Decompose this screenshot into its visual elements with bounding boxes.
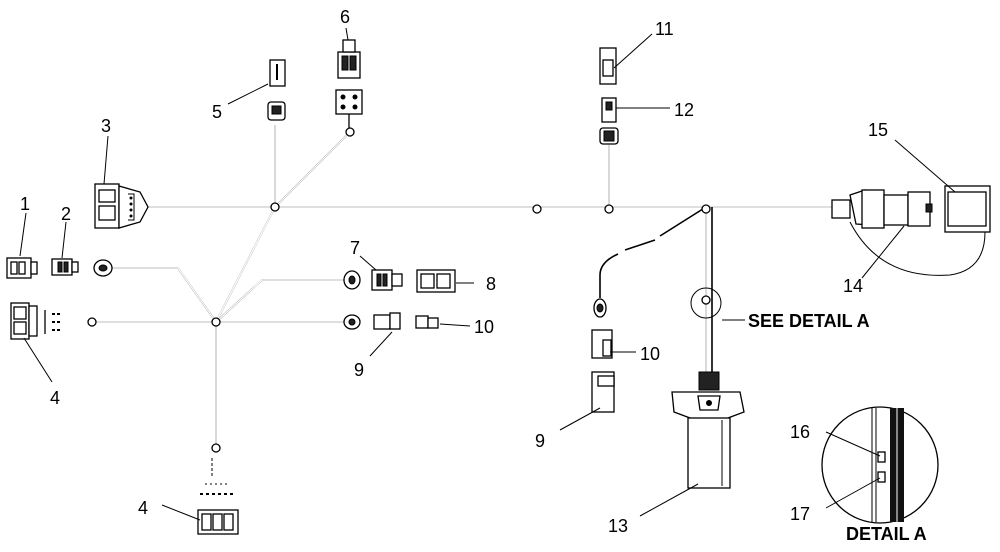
callout-1: 1: [20, 194, 30, 214]
junction-nodes: [87, 127, 711, 453]
connector-8: [416, 269, 456, 293]
callout-7: 7: [350, 238, 360, 258]
detail-a: [821, 406, 939, 524]
see-detail-label: SEE DETAIL A: [748, 311, 870, 331]
connector-1: [6, 257, 38, 279]
callout-10-middle: 10: [474, 317, 494, 337]
connector-5: [267, 59, 286, 121]
connector-9-10-middle: [343, 312, 439, 330]
callout-13: 13: [608, 516, 628, 536]
callout-15: 15: [868, 120, 888, 140]
connector-11-12: [599, 47, 619, 145]
callout-numbers: 1 2 3 4 4 5 6 7 8 9 10 9 10 11 12 13 14 …: [20, 7, 927, 544]
callout-17: 17: [790, 504, 810, 524]
harness-wires: [92, 125, 832, 448]
callout-6: 6: [340, 7, 350, 27]
callout-14: 14: [843, 276, 863, 296]
callout-4-bottom: 4: [138, 498, 148, 518]
connector-3: [94, 183, 149, 229]
connector-2: [51, 258, 79, 276]
callout-2: 2: [61, 204, 71, 224]
callout-9-right: 9: [535, 431, 545, 451]
callout-11: 11: [655, 19, 674, 39]
callout-4-left: 4: [50, 388, 60, 408]
detail-title: DETAIL A: [846, 524, 927, 544]
round-connector-14-15: [831, 185, 991, 276]
callout-10-right: 10: [640, 344, 660, 364]
connector-9-10-right: [591, 298, 615, 413]
connector-6: [335, 39, 363, 128]
callout-12: 12: [674, 100, 694, 120]
callout-16: 16: [790, 422, 810, 442]
callout-5: 5: [212, 102, 222, 122]
grommet-left: [93, 259, 113, 277]
callout-3: 3: [101, 116, 111, 136]
callout-9-middle: 9: [354, 360, 364, 380]
leader-lines: [19, 27, 956, 521]
trailer-plug-13: [671, 371, 745, 489]
connector-7: [343, 269, 403, 291]
callout-8: 8: [486, 274, 496, 294]
connector-4-left: [10, 302, 60, 340]
connector-4-bottom: [197, 458, 239, 535]
